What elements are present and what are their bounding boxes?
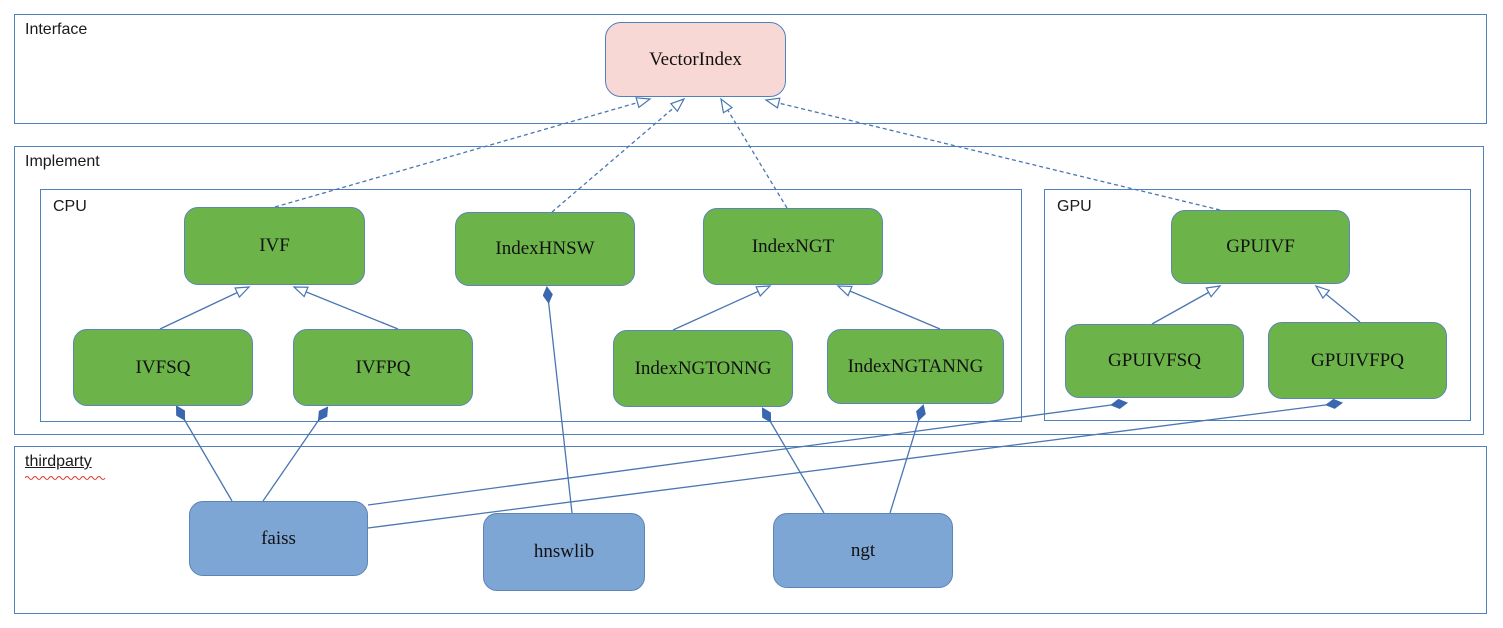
spellcheck-squiggle-icon xyxy=(25,475,106,481)
node-indexngtonng-label: IndexNGTONNG xyxy=(634,357,772,379)
node-indexhnsw-label: IndexHNSW xyxy=(495,238,595,259)
edge-ivf-to-vectorindex[interactable] xyxy=(274,97,652,208)
edge-gpuivf-to-vectorindex[interactable] xyxy=(764,97,1221,211)
node-indexngtanng-label: IndexNGTANNG xyxy=(847,355,984,377)
edge-gpuivfpq-to-gpuivf[interactable] xyxy=(1314,284,1361,323)
node-gpuivfpq-label: GPUIVFPQ xyxy=(1311,349,1404,371)
edge-indexngt-to-vectorindex[interactable] xyxy=(720,97,788,209)
node-faiss-label: faiss xyxy=(261,527,296,549)
container-interface-label: Interface xyxy=(25,21,88,38)
edge-ngt-to-indexngtonng[interactable] xyxy=(763,409,825,514)
container-cpu[interactable]: CPU xyxy=(40,189,1022,422)
container-cpu-label: CPU xyxy=(53,198,87,215)
node-ngt[interactable]: ngt xyxy=(773,513,953,588)
node-vectorindex-label: VectorIndex xyxy=(649,48,742,70)
container-implement[interactable]: Implement xyxy=(14,146,1484,435)
edge-ivfpq-to-ivf[interactable] xyxy=(292,286,399,330)
edge-hnswlib-to-indexhnsw[interactable] xyxy=(547,288,573,514)
node-gpuivf-label: GPUIVF xyxy=(1226,236,1295,257)
node-ivfsq-label: IVFSQ xyxy=(135,356,191,378)
edge-gpuivfsq-to-gpuivf[interactable] xyxy=(1151,285,1222,325)
node-gpuivfpq[interactable]: GPUIVFPQ xyxy=(1268,322,1447,399)
node-ngt-label: ngt xyxy=(850,539,876,561)
node-indexngt-label: IndexNGT xyxy=(751,235,835,257)
node-indexngt[interactable]: IndexNGT xyxy=(703,208,883,285)
edge-indexhnsw-to-vectorindex[interactable] xyxy=(551,97,686,213)
edge-faiss-to-gpuivfsq[interactable] xyxy=(367,403,1126,506)
container-thirdparty[interactable]: thirdparty xyxy=(14,446,1487,614)
edge-faiss-to-ivfsq[interactable] xyxy=(177,407,233,502)
container-gpu-label: GPU xyxy=(1057,198,1092,215)
node-faiss[interactable]: faiss xyxy=(189,501,368,576)
edge-ivfsq-to-ivf[interactable] xyxy=(159,286,251,330)
node-ivf-label: IVF xyxy=(259,235,290,256)
node-ivf[interactable]: IVF xyxy=(184,207,365,285)
node-vectorindex[interactable]: VectorIndex xyxy=(605,22,786,97)
node-hnswlib[interactable]: hnswlib xyxy=(483,513,645,591)
node-indexngtanng[interactable]: IndexNGTANNG xyxy=(827,329,1004,404)
container-gpu[interactable]: GPU xyxy=(1044,189,1471,421)
edge-ngt-to-indexngtanng[interactable] xyxy=(889,406,923,514)
container-interface[interactable]: Interface xyxy=(14,14,1487,124)
node-gpuivf[interactable]: GPUIVF xyxy=(1171,210,1350,284)
node-ivfpq[interactable]: IVFPQ xyxy=(293,329,473,406)
node-indexhnsw[interactable]: IndexHNSW xyxy=(455,212,635,286)
node-indexngtonng[interactable]: IndexNGTONNG xyxy=(613,330,793,407)
edge-faiss-to-gpuivfpq[interactable] xyxy=(367,403,1341,529)
node-gpuivfsq-label: GPUIVFSQ xyxy=(1108,350,1201,371)
edge-indexngtonng-to-indexngt[interactable] xyxy=(672,285,772,331)
node-ivfsq[interactable]: IVFSQ xyxy=(73,329,253,406)
container-thirdparty-label: thirdparty xyxy=(25,453,92,470)
node-ivfpq-label: IVFPQ xyxy=(355,356,411,378)
container-implement-label: Implement xyxy=(25,153,100,170)
node-gpuivfsq[interactable]: GPUIVFSQ xyxy=(1065,324,1244,398)
edge-faiss-to-ivfpq[interactable] xyxy=(262,408,327,502)
node-hnswlib-label: hnswlib xyxy=(533,541,595,562)
edge-indexngtanng-to-indexngt[interactable] xyxy=(836,285,941,330)
